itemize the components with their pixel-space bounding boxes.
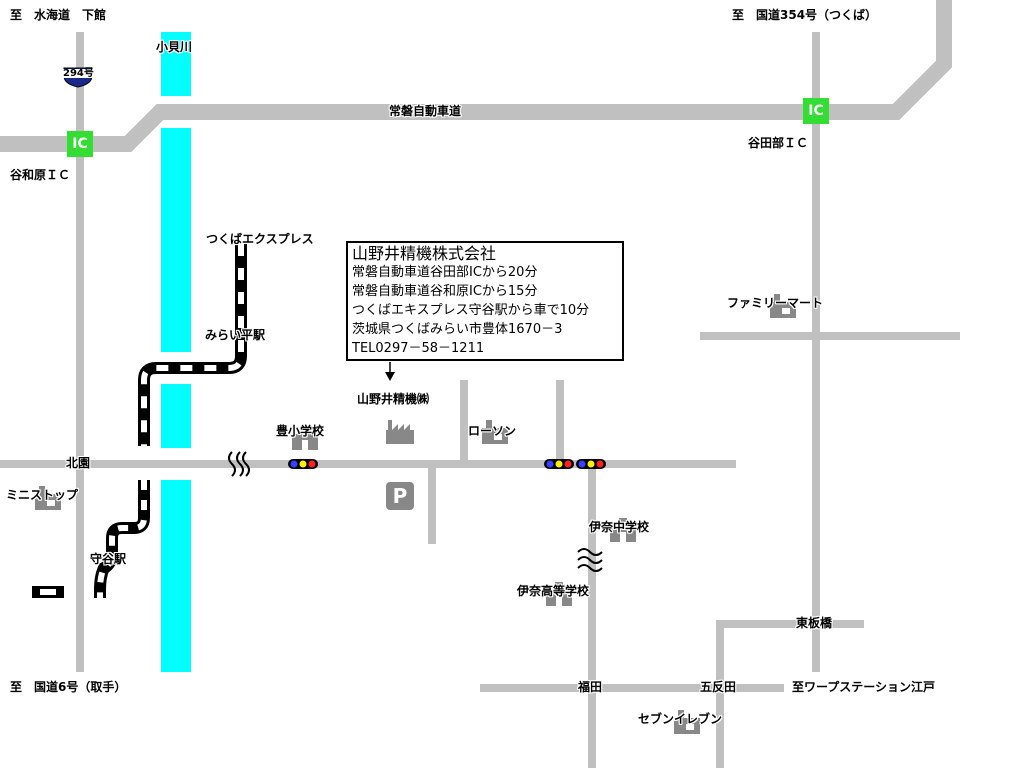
parking-icon: P [386, 482, 414, 510]
store-icon-lawson [482, 420, 508, 444]
school-icon-ina-junior [610, 518, 636, 542]
place-label-higashi-itabashi: 東板橋 [796, 616, 833, 630]
place-label-ina-high: 伊奈高等学校 [517, 584, 590, 598]
station-label-mirai: みらい平駅 [205, 328, 266, 342]
place-label-ina-junior: 伊奈中学校 [589, 520, 650, 534]
railway [32, 244, 247, 598]
ic-sign-yatabe: IC [803, 98, 829, 124]
ic-label-yatabe: 谷田部ＩＣ [748, 136, 809, 150]
bridge-marks [228, 451, 603, 572]
ic-label-yawara: 谷和原ＩＣ [10, 168, 71, 182]
company-name: 山野井精機株式会社 [352, 244, 497, 263]
company-tel: TEL0297－58－1211 [352, 341, 485, 356]
access-line-yatabe: 常磐自動車道谷田部ICから20分 [352, 265, 538, 280]
store-icon-ministop [35, 486, 61, 510]
building-icons [35, 294, 796, 734]
place-label-lawson: ローソン [468, 424, 517, 438]
roads [0, 0, 960, 768]
place-label-gotanda: 五反田 [700, 680, 737, 694]
direction-bottom-left: 至 国道6号（取手） [10, 680, 127, 694]
direction-top-left: 至 水海道 下館 [10, 8, 107, 22]
railway-line-label: つくばエクスプレス [206, 232, 314, 246]
company-info-box: 山野井精機株式会社 常磐自動車道谷田部ICから20分 常磐自動車道谷和原ICから… [346, 241, 624, 361]
direction-bottom-right: 至ワープステーション江戸 [792, 680, 936, 694]
place-label-seven-eleven: セブンイレブン [638, 712, 723, 726]
expressway-label: 常磐自動車道 [389, 104, 462, 118]
school-icon-ina-high [546, 582, 572, 606]
place-label-toyo-school: 豊小学校 [276, 424, 325, 438]
river [161, 32, 191, 672]
place-label-fukuda: 福田 [578, 680, 603, 694]
access-line-yawara: 常磐自動車道谷和原ICから15分 [352, 284, 538, 299]
ic-sign-yawara: IC [67, 131, 93, 157]
place-label-kitazono: 北園 [66, 456, 91, 470]
company-address: 茨城県つくばみらい市豊体1670－3 [352, 322, 563, 337]
direction-top-right: 至 国道354号（つくば） [732, 8, 878, 22]
place-label-familymart: ファミリーマート [727, 296, 824, 310]
school-icon-toyo [292, 426, 318, 450]
factory-icon [386, 420, 414, 444]
route-shield-label: 294号 [63, 68, 94, 79]
access-line-moriya: つくばエキスプレス守谷駅から車で10分 [352, 303, 590, 318]
route-294-shield-icon [63, 67, 93, 88]
traffic-lights [288, 459, 606, 469]
place-label-ministop: ミニストップ [6, 488, 79, 502]
place-label-company: 山野井精機㈱ [357, 392, 430, 406]
pointer-arrow [385, 362, 395, 381]
river-label: 小貝川 [156, 40, 193, 54]
station-label-moriya: 守谷駅 [90, 552, 127, 566]
store-icon-seven-eleven [674, 710, 700, 734]
store-icon-familymart [770, 294, 796, 318]
